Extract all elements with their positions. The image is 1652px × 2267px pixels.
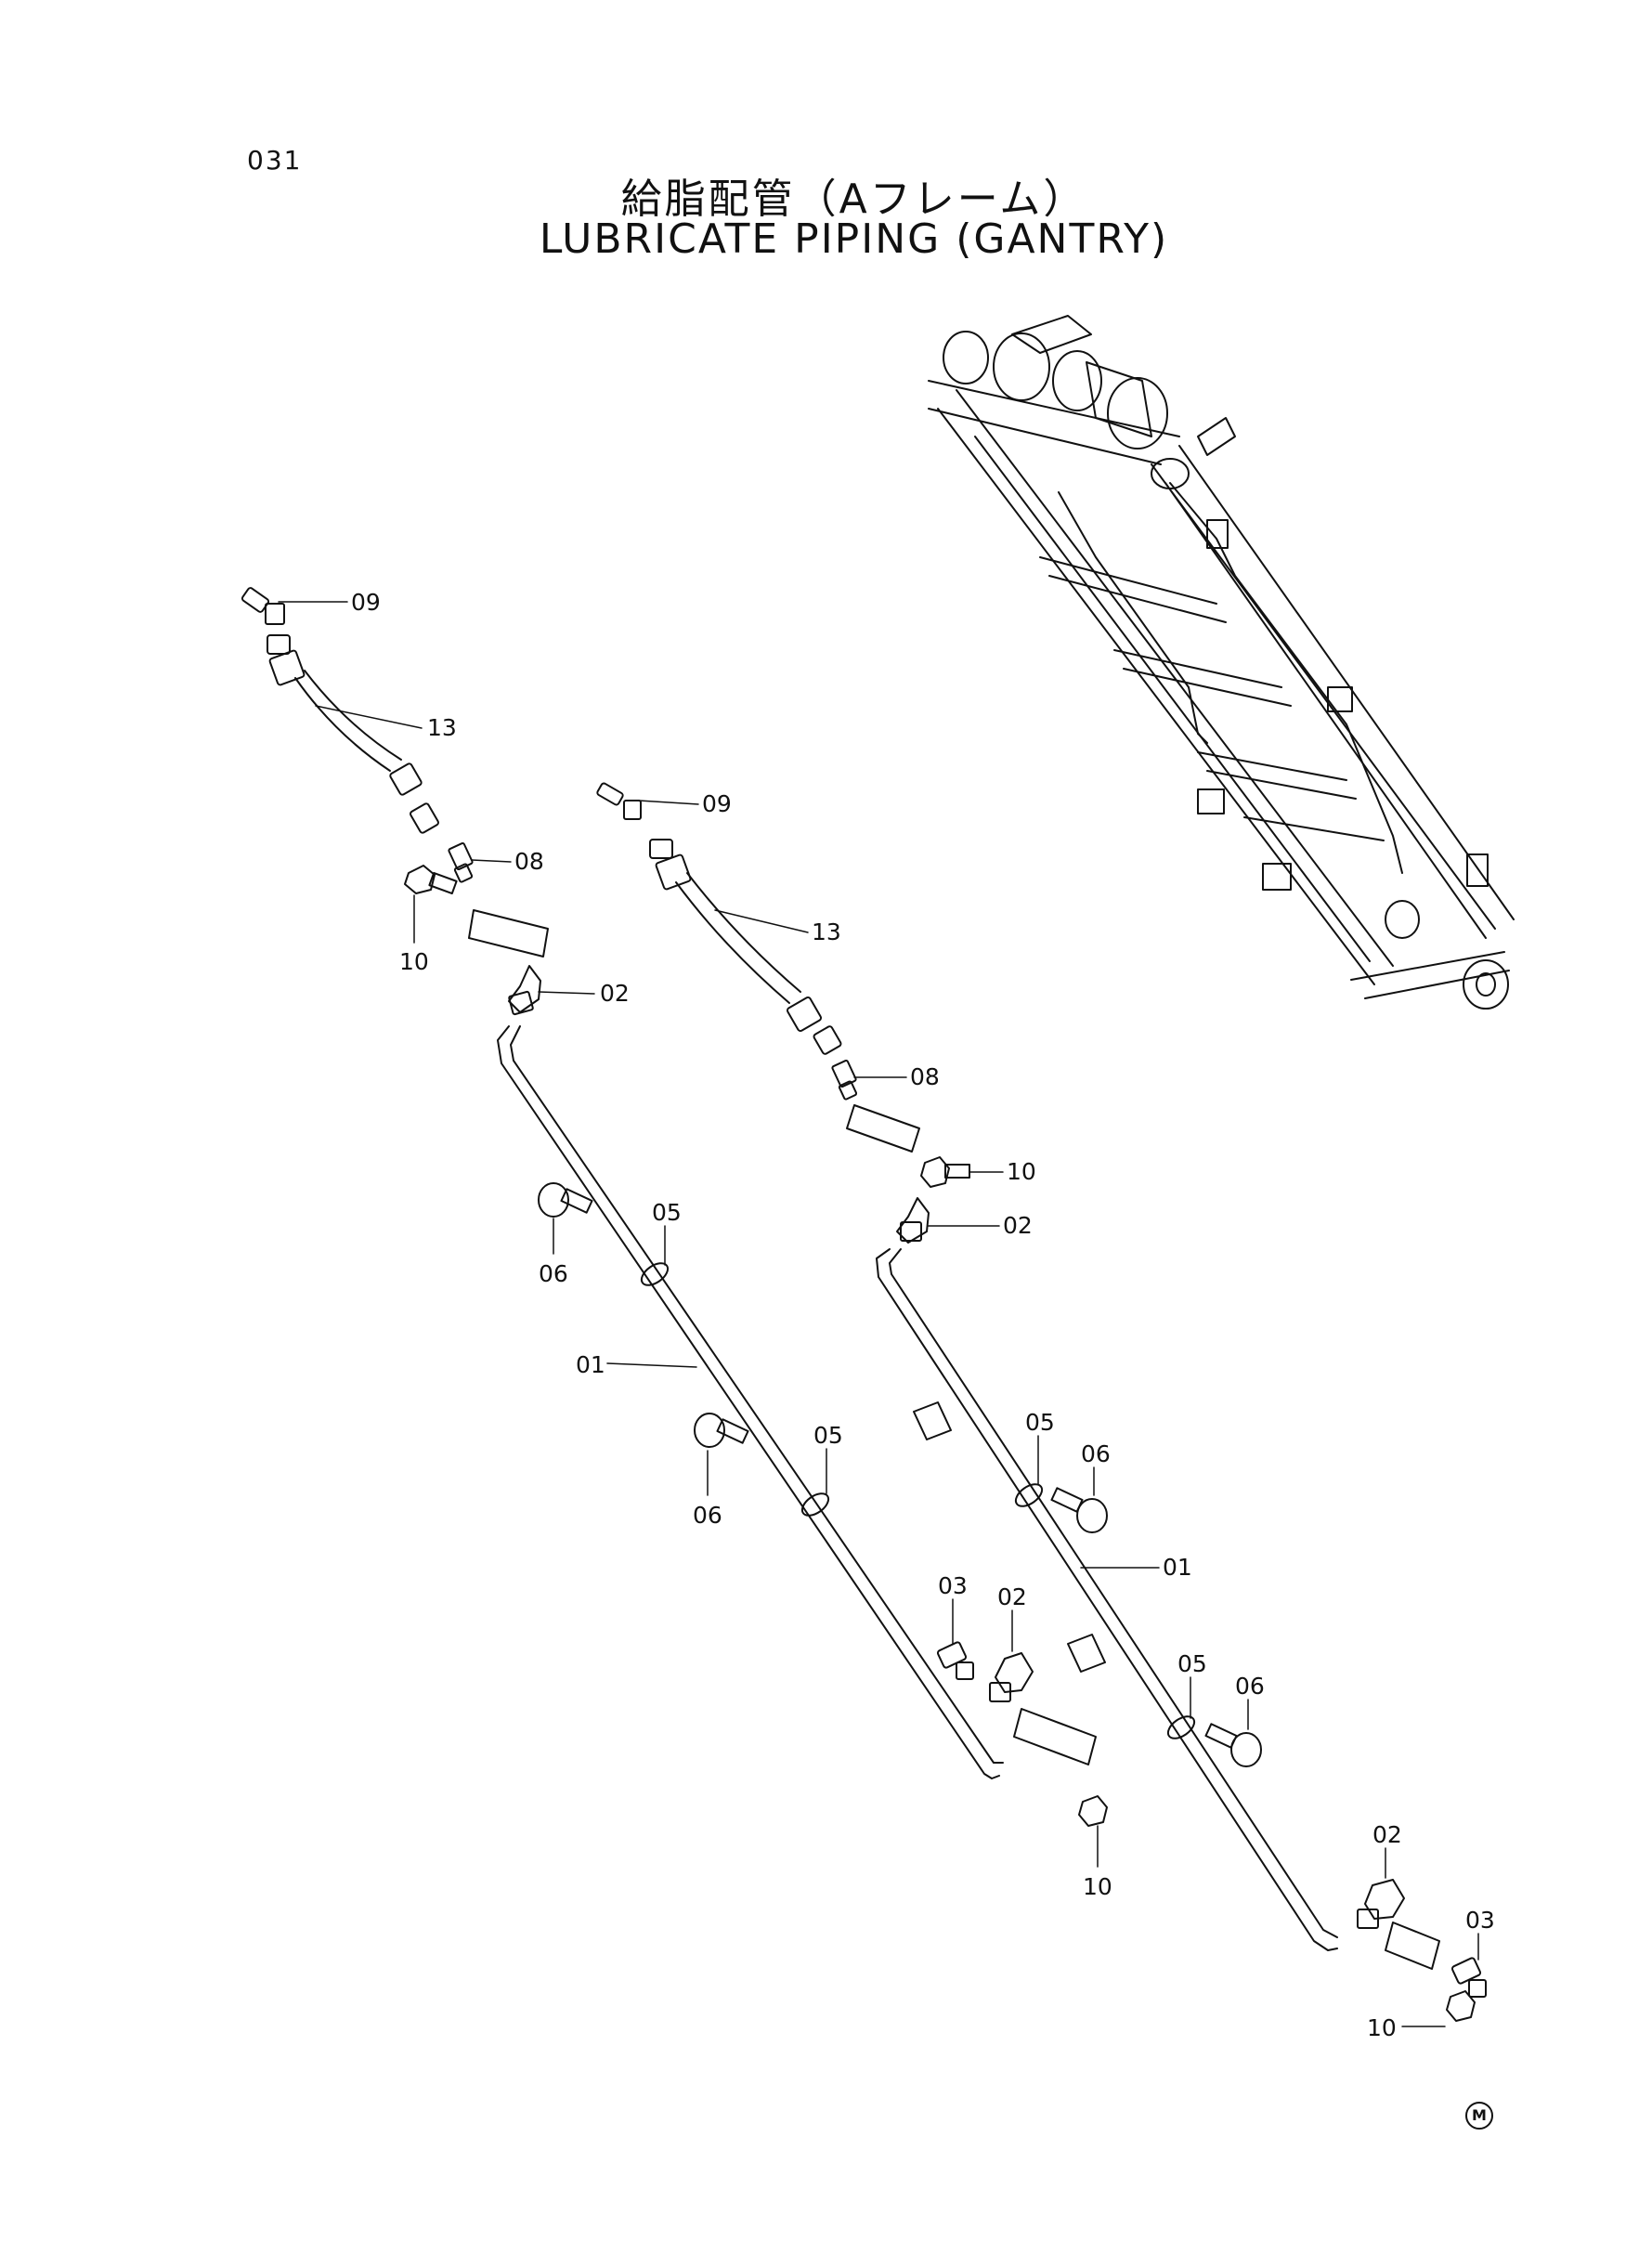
callout-10-left-top: 10 xyxy=(399,948,429,975)
clip-05-right-lower xyxy=(1166,1715,1196,1739)
screw-06-left-upper xyxy=(538,1182,593,1218)
callout-10-right-lower: 10 xyxy=(1367,2014,1397,2041)
callout-10-left-lower: 10 xyxy=(1083,1873,1112,1900)
title-english: LUBRICATE PIPING (GANTRY) xyxy=(539,215,1169,263)
callout-01-left: 01 xyxy=(576,1351,605,1378)
bracket-right-small-upper xyxy=(913,1401,952,1440)
callout-03-right: 03 xyxy=(1465,1907,1495,1934)
callout-09-left: 09 xyxy=(351,589,381,616)
callout-05-right-lower: 05 xyxy=(1177,1650,1207,1677)
grease-fitting-03-right xyxy=(1450,1957,1487,1998)
elbow-02-right xyxy=(896,1197,930,1244)
maker-mark: M xyxy=(1465,2102,1493,2130)
callout-10-right-top: 10 xyxy=(1007,1158,1036,1185)
bolt-10-left-top xyxy=(404,865,458,895)
callout-06-left-upper: 06 xyxy=(539,1260,568,1287)
screw-06-right-upper xyxy=(1050,1487,1108,1533)
callout-01-right: 01 xyxy=(1163,1554,1192,1581)
bracket-right-top xyxy=(846,1104,920,1153)
grease-fitting-03-left xyxy=(936,1641,974,1680)
title-japanese: 給脂配管（Aフレーム） xyxy=(620,176,1087,223)
clip-05-left-upper xyxy=(640,1262,670,1286)
bolt-10-left-lower xyxy=(1078,1795,1108,1827)
clip-05-left-lower xyxy=(800,1492,830,1517)
callout-02-right: 02 xyxy=(1003,1212,1033,1239)
adapter-08-right xyxy=(831,1059,858,1101)
callout-13-right: 13 xyxy=(812,919,841,945)
callout-02-left: 02 xyxy=(600,980,630,1007)
bracket-right-small-lower xyxy=(1067,1634,1106,1673)
callout-03-left: 03 xyxy=(938,1572,968,1599)
adapter-08-left xyxy=(448,841,474,883)
callout-05-left-lower: 05 xyxy=(813,1422,843,1449)
page-number: 031 xyxy=(247,145,303,176)
gantry-assembly-illustration xyxy=(928,315,1515,1010)
leader-lines xyxy=(278,601,1479,2027)
callout-02-right-lower: 02 xyxy=(1372,1821,1402,1848)
elbow-02-left-lower xyxy=(989,1652,1034,1702)
bracket-left-top xyxy=(468,909,549,958)
callout-06-left-lower: 06 xyxy=(693,1502,722,1529)
callout-06-right-upper: 06 xyxy=(1081,1440,1111,1467)
callout-06-right-lower: 06 xyxy=(1235,1673,1265,1700)
callout-09-right: 09 xyxy=(702,790,732,817)
elbow-02-right-lower xyxy=(1357,1879,1405,1929)
callout-08-right: 08 xyxy=(910,1063,940,1090)
bracket-right-lower xyxy=(1385,1922,1440,1970)
hose-13-right xyxy=(649,839,842,1055)
pipe-01-right xyxy=(876,1248,1338,1951)
callout-08-left: 08 xyxy=(514,848,544,875)
screw-06-right-lower xyxy=(1204,1723,1262,1767)
callout-labels: 09 13 08 10 02 05 06 01 05 06 03 02 10 0… xyxy=(351,589,1495,2041)
callout-05-right-upper: 05 xyxy=(1025,1409,1055,1436)
bracket-left-lower xyxy=(1013,1708,1097,1765)
bolt-10-right-lower xyxy=(1446,1990,1476,2022)
hose-13-left xyxy=(267,634,439,834)
screw-06-left-lower xyxy=(694,1413,749,1448)
elbow-02-left xyxy=(508,965,541,1016)
callout-05-left-upper: 05 xyxy=(652,1199,682,1226)
clip-05-right-upper xyxy=(1014,1483,1044,1507)
callout-13-left: 13 xyxy=(427,714,457,741)
grease-fitting-09-left xyxy=(241,587,285,625)
grease-fitting-09-right xyxy=(596,782,642,820)
callout-02-left-lower: 02 xyxy=(997,1583,1027,1610)
pipe-01-left xyxy=(497,1025,1004,1779)
bolt-10-right-top xyxy=(920,1156,970,1188)
